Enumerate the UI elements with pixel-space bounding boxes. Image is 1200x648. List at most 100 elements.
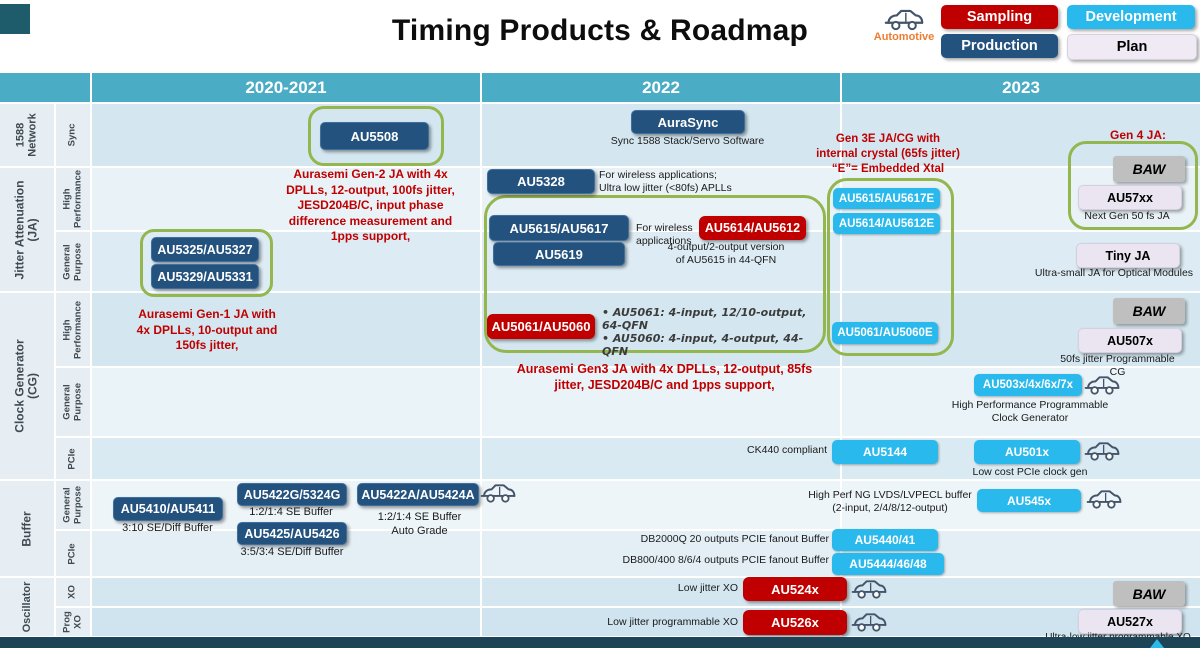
automotive-icon [1086, 488, 1122, 511]
product-au5061-au5060: AU5061/AU5060 [487, 314, 595, 339]
product-au501x: AU501x [974, 440, 1080, 464]
band-sync [0, 104, 1200, 166]
automotive-label: Automotive [873, 31, 935, 43]
category-label-cg: Clock Generator (CG) [12, 339, 40, 433]
product-au57xx: AU57xx [1078, 185, 1182, 210]
subcategory-label-cg-pcie: PCIe [66, 447, 78, 470]
subcategory-cell-cg-gp: General Purpose [56, 368, 90, 436]
subcategory-label-sync: Sync [66, 123, 78, 147]
note-db800: DB800/400 8/6/4 outputs PCIE fanout Buff… [622, 554, 829, 566]
note-gen2: Aurasemi Gen-2 JA with 4x DPLLs, 12-outp… [286, 167, 455, 244]
note-au501x: Low cost PCIe clock gen [972, 466, 1088, 478]
product-au524x: AU524x [743, 577, 847, 601]
grid-line [480, 73, 482, 636]
category-cell-ja: Jitter Attenuation (JA) [0, 168, 54, 291]
note-lvds: High Perf NG LVDS/LVPECL buffer (2-input… [808, 489, 972, 515]
automotive-icon [851, 611, 887, 634]
category-cell-cg: Clock Generator (CG) [0, 293, 54, 479]
subcategory-cell-ja-hp: High Performance [56, 168, 90, 230]
category-cell-oscillator: Oscillator [0, 578, 54, 636]
category-cell-buffer: Buffer [0, 481, 54, 576]
product-au507x: AU507x [1078, 328, 1182, 353]
green-highlight-au5508 [308, 106, 444, 166]
note-gen4-label: Gen 4 JA: [1109, 128, 1166, 142]
product-au5614-au5612: AU5614/AU5612 [699, 216, 806, 240]
product-au5508: AU5508 [320, 122, 429, 150]
subcategory-cell-cg-pcie: PCIe [56, 438, 90, 479]
product-au5329-au5331: AU5329/AU5331 [151, 264, 259, 289]
subcategory-cell-ja-gp: General Purpose [56, 232, 90, 291]
subcategory-cell-buf-gp: General Purpose [56, 481, 90, 529]
band-buf-pcie [0, 531, 1200, 576]
green-highlight-gen1 [140, 229, 273, 297]
legend-sampling: Sampling [941, 5, 1058, 29]
green-highlight-gen4 [1068, 141, 1198, 230]
automotive-icon [480, 482, 516, 505]
product-tiny-ja: Tiny JA [1076, 243, 1180, 268]
product-au5422a: AU5422A/AU5424A [357, 483, 479, 506]
note-au5061-bullets: • AU5061: 4-input, 12/10-output, 64-QFN … [602, 306, 807, 358]
product-au5425-au5426: AU5425/AU5426 [237, 522, 347, 545]
product-au527x: AU527x [1078, 609, 1182, 634]
automotive-icon [1084, 374, 1120, 397]
automotive-icon [1084, 440, 1120, 463]
col-header-2022: 2022 [482, 73, 840, 102]
note-tiny-ja: Ultra-small JA for Optical Modules [1034, 267, 1194, 279]
subcategory-label-ja-hp: High Performance [61, 169, 83, 228]
subcategory-label-cg-gp: General Purpose [61, 383, 83, 422]
product-au526x: AU526x [743, 610, 847, 635]
product-au5422g: AU5422G/5324G [237, 483, 347, 506]
category-label-ja: Jitter Attenuation (JA) [12, 180, 40, 279]
subcategory-label-buf-gp: General Purpose [61, 486, 83, 525]
subcategory-cell-cg-hp: High Performance [56, 293, 90, 366]
legend-development: Development [1067, 5, 1195, 29]
product-baw-xo: BAW [1113, 581, 1185, 606]
product-baw-cg: BAW [1113, 298, 1185, 324]
product-aurasync: AuraSync [631, 110, 745, 134]
automotive-icon [884, 8, 924, 32]
note-gen4: Next Gen 50 fs JA [1084, 210, 1170, 222]
legend-plan: Plan [1067, 34, 1197, 60]
product-au545x: AU545x [977, 489, 1081, 512]
product-au503x: AU503x/4x/6x/7x [974, 374, 1082, 396]
band-prog-xo [0, 608, 1200, 636]
subcategory-label-cg-hp: High Performance [61, 300, 83, 359]
band-xo [0, 578, 1200, 606]
grid-line [54, 104, 56, 636]
note-au5422a: 1:2/1:4 SE Buffer Auto Grade [377, 511, 462, 537]
green-highlight-2023-gen3e [827, 178, 954, 356]
grid-line [90, 73, 92, 636]
note-low-jitter-xo: Low jitter XO [677, 582, 738, 594]
bottom-triangle-marker [1150, 639, 1164, 648]
note-db2000: DB2000Q 20 outputs PCIE fanout Buffer [640, 533, 829, 545]
product-au5144: AU5144 [832, 440, 938, 464]
note-au5422g: 1:2/1:4 SE Buffer [249, 506, 333, 518]
note-wireless: For wireless applications [636, 222, 693, 248]
note-au503x: High Performance Programmable Clock Gene… [951, 399, 1109, 425]
category-label-1588: 1588 Network [14, 113, 39, 157]
product-au5325-au5327: AU5325/AU5327 [151, 237, 259, 262]
col-header-2020-2021: 2020-2021 [92, 73, 480, 102]
product-au5328: AU5328 [487, 169, 595, 194]
note-au5425: 3:5/3:4 SE/Diff Buffer [240, 546, 344, 558]
green-highlight-2022-gen3 [484, 195, 826, 353]
subcategory-cell-prog-xo: Prog XO [56, 608, 90, 636]
col-header-blank [0, 73, 90, 102]
product-baw-ja: BAW [1113, 156, 1185, 182]
bottom-bar [0, 637, 1200, 648]
note-au507x: 50fs jitter Programmable CG [1060, 353, 1175, 379]
note-low-jitter-prog-xo: Low jitter programmable XO [607, 616, 738, 628]
product-au5440-41: AU5440/41 [832, 529, 938, 551]
product-au5061e: AU5061/AU5060E [832, 322, 938, 344]
product-au5615-au5617: AU5615/AU5617 [489, 215, 629, 241]
category-label-buffer: Buffer [19, 510, 34, 547]
subcategory-cell-sync: Sync [56, 104, 90, 166]
category-cell-1588: 1588 Network [0, 104, 54, 166]
corner-accent-square [0, 4, 30, 34]
col-header-2023: 2023 [842, 73, 1200, 102]
product-au5615e: AU5615/AU5617E [833, 188, 940, 209]
subcategory-label-xo: XO [66, 585, 78, 599]
note-gen1: Aurasemi Gen-1 JA with 4x DPLLs, 10-outp… [136, 307, 278, 353]
note-au5328: For wireless applications; Ultra low jit… [599, 169, 732, 195]
